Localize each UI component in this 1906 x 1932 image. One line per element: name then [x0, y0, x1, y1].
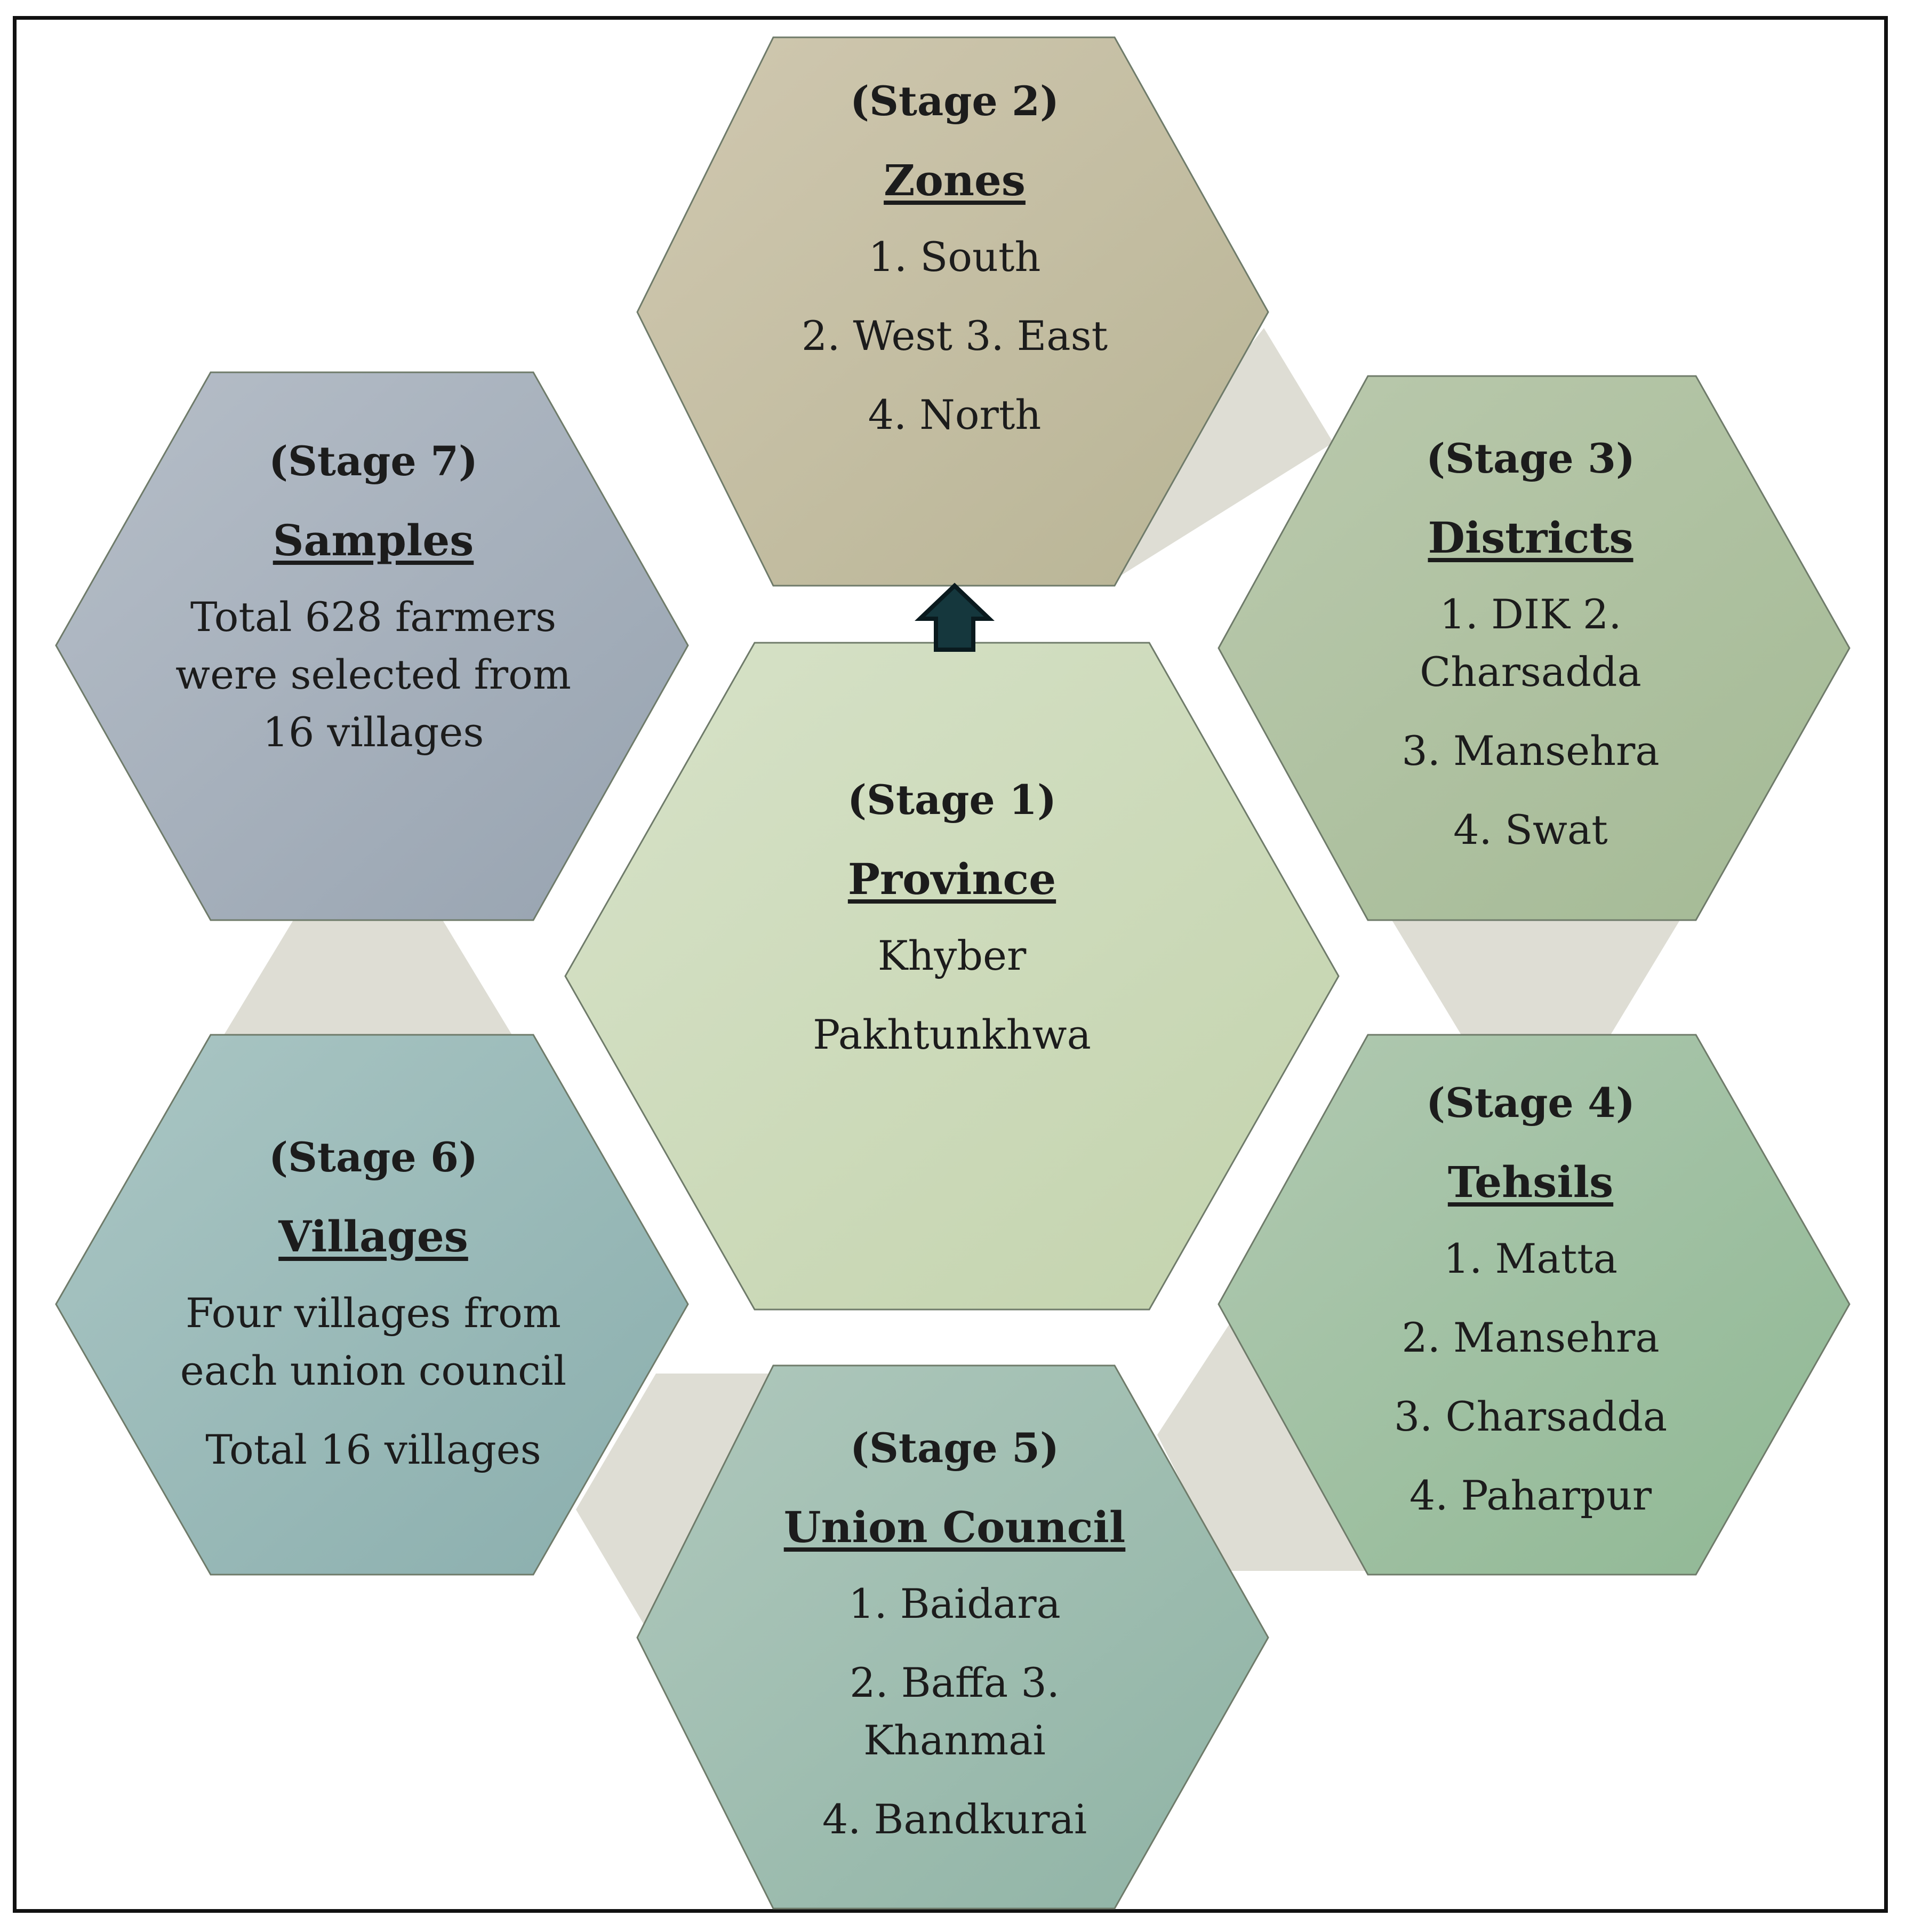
- stage-4-line-2: 2. Mansehra: [1402, 1314, 1660, 1361]
- connector-stage4-stage5: [1157, 1320, 1365, 1571]
- stage-2-label: (Stage 2): [850, 77, 1059, 125]
- stage-7-heading: Samples: [273, 515, 474, 565]
- stage-1-heading: Province: [847, 854, 1056, 904]
- stage-7-hexagon: [55, 371, 689, 921]
- stage-4-label: (Stage 4): [1426, 1079, 1635, 1127]
- stage-4-hexagon: [1218, 1034, 1851, 1576]
- stage-6-heading: Villages: [278, 1211, 468, 1262]
- stage-4-text: (Stage 4) Tehsils 1. Matta 2. Mansehra 3. Ch…: [1317, 1076, 1744, 1546]
- stage-5-hexagon: [636, 1364, 1269, 1910]
- stage-1-label: (Stage 1): [847, 776, 1056, 824]
- connector-stage5-stage6: [576, 1374, 784, 1627]
- stage-7-line-1: Total 628 farmers were selected from 16 …: [175, 593, 571, 756]
- stage-2-line-2: 2. West 3. East: [801, 312, 1108, 360]
- stage-6-hexagon: [55, 1034, 689, 1576]
- stage-3-line-1: 1. DIK 2. Charsadda: [1420, 590, 1641, 696]
- stage-4-line-4: 4. Paharpur: [1409, 1472, 1652, 1519]
- stage-2-line-1: 1. South: [868, 233, 1041, 281]
- stage-4-line-3: 3. Charsadda: [1394, 1393, 1668, 1440]
- stage-5-heading: Union Council: [783, 1502, 1126, 1552]
- stage-3-line-2: 3. Mansehra: [1402, 727, 1660, 775]
- stage-5-label: (Stage 5): [850, 1424, 1059, 1472]
- stage-2-line-3: 4. North: [868, 391, 1042, 438]
- stage-6-line-1: Four villages from each union council: [180, 1289, 567, 1394]
- stage-5-line-3: 4. Bandkurai: [822, 1795, 1087, 1843]
- stage-3-line-3: 4. Swat: [1453, 806, 1608, 853]
- stage-2-text: (Stage 2) Zones 1. South 2. West 3. East 4. …: [747, 75, 1163, 465]
- stage-3-hexagon: [1218, 375, 1851, 921]
- connector-stage3-stage4: [1392, 920, 1680, 1035]
- stage-1-line-2: Pakhtunkhwa: [813, 1011, 1091, 1058]
- stage-3-label: (Stage 3): [1426, 435, 1635, 482]
- stage-4-heading: Tehsils: [1447, 1157, 1614, 1207]
- stage-1-line-1: Khyber: [877, 932, 1027, 979]
- stage-3-heading: Districts: [1428, 513, 1633, 563]
- stage-6-line-2: Total 16 villages: [205, 1426, 541, 1473]
- stage-2-heading: Zones: [884, 155, 1026, 205]
- stage-4-line-1: 1. Matta: [1443, 1235, 1618, 1282]
- stage-5-line-1: 1. Baidara: [848, 1580, 1061, 1627]
- up-arrow-icon: [915, 582, 995, 652]
- stage-2-hexagon: [636, 36, 1269, 587]
- stage-3-text: (Stage 3) Districts 1. DIK 2. Charsadda 3. …: [1317, 432, 1744, 880]
- stage-5-line-2: 2. Baffa 3. Khanmai: [850, 1659, 1060, 1764]
- hex-group: [55, 36, 1851, 1910]
- stage-6-label: (Stage 6): [269, 1133, 478, 1181]
- connector-stage6-stage7: [224, 920, 512, 1035]
- stage-5-text: (Stage 5) Union Council 1. Baidara 2. Baffa…: [747, 1422, 1163, 1870]
- stage-1-hexagon: [564, 642, 1340, 1311]
- stage-7-label: (Stage 7): [269, 437, 478, 485]
